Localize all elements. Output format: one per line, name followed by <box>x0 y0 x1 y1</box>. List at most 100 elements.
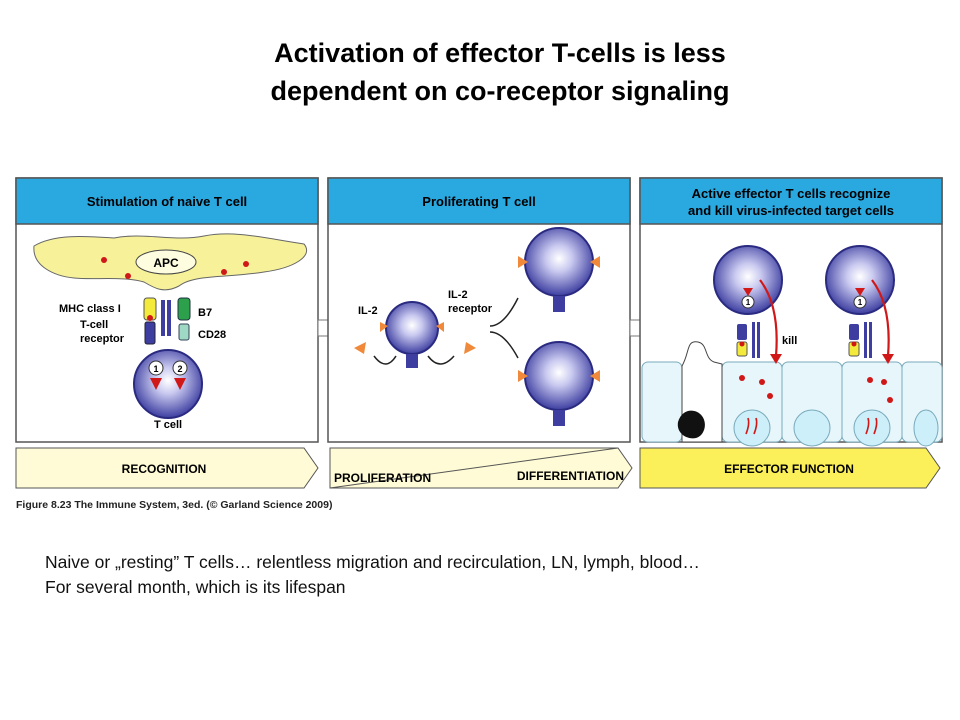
effector-signal-label: 1 <box>746 298 751 307</box>
il2-receptor <box>518 256 528 268</box>
tcr-molecule <box>406 354 418 368</box>
immune-figure: Stimulation of naive T cell APC MHC clas… <box>15 177 943 489</box>
effector-t-cell <box>825 245 895 315</box>
panel-header-stimulation: Stimulation of naive T cell <box>87 194 247 209</box>
peptide-dot <box>851 341 857 347</box>
note-line-1: Naive or „resting” T cells… relentless m… <box>45 552 700 572</box>
signal-arrow <box>855 288 865 296</box>
panel-proliferating: Proliferating T cell IL-2 IL-2 receptor <box>327 177 631 443</box>
virus-dot <box>767 393 773 399</box>
kill-arrowhead <box>770 354 782 364</box>
virus-dot <box>887 397 893 403</box>
virus-dot <box>125 273 131 279</box>
cd28-molecule <box>178 323 190 341</box>
virus-dot <box>101 257 107 263</box>
target-nucleus <box>793 409 831 447</box>
effector-signal-label: 1 <box>858 298 863 307</box>
coreceptor-stalk <box>864 322 867 358</box>
tcr-molecule <box>553 296 565 312</box>
proliferating-t-cell <box>385 301 439 355</box>
note-line-2: For several month, which is its lifespan <box>45 577 346 597</box>
signal-1-badge <box>148 360 164 376</box>
banner-divider <box>329 447 619 489</box>
banner-recognition-label: RECOGNITION <box>122 462 207 476</box>
tcr-molecule <box>737 324 747 340</box>
target-nucleus <box>733 409 771 447</box>
autocrine-arrow <box>427 355 455 365</box>
label-t-cell: T cell <box>154 419 182 431</box>
tcr-molecule <box>849 324 859 340</box>
panel-effector: Active effector T cells recognize and ki… <box>639 177 943 447</box>
kill-arrowhead <box>882 354 894 364</box>
banner-recognition: RECOGNITION <box>15 447 319 489</box>
label-il2r-1: IL-2 <box>448 289 468 301</box>
kill-arrow <box>871 279 890 357</box>
label-il2: IL-2 <box>358 305 378 317</box>
tcr-molecule <box>144 321 156 345</box>
il2-receptor <box>590 370 600 382</box>
slide-note: Naive or „resting” T cells… relentless m… <box>45 550 700 600</box>
label-tcr-1: T-cell <box>80 319 108 331</box>
peptide-dot <box>739 341 745 347</box>
virus-dot <box>221 269 227 275</box>
effector-t-cell <box>713 245 783 315</box>
coreceptor-stalk <box>757 322 760 358</box>
label-kill: kill <box>782 335 797 347</box>
panel-header-bar <box>15 177 319 225</box>
title-line-1: Activation of effector T-cells is less <box>274 38 726 68</box>
b7-molecule <box>177 297 191 321</box>
coreceptor-stalk <box>869 322 872 358</box>
il2-ligand <box>464 342 476 354</box>
coreceptor-stalk <box>752 322 755 358</box>
virus-dot <box>739 375 745 381</box>
title-line-2: dependent on co-receptor signaling <box>270 76 730 106</box>
peptide-dot <box>147 315 153 321</box>
panel-header-effector-1: Active effector T cells recognize <box>692 186 891 201</box>
signal-2-badge <box>172 360 188 376</box>
signal-2-label: 2 <box>177 364 182 374</box>
label-tcr-2: receptor <box>80 333 125 345</box>
naive-t-cell <box>133 349 203 419</box>
panel-header-bar <box>327 177 631 225</box>
virus-dot <box>867 377 873 383</box>
slide-title: Activation of effector T-cells is less d… <box>0 34 960 110</box>
banner-proliferation: PROLIFERATION DIFFERENTIATION <box>329 447 633 489</box>
label-cd28: CD28 <box>198 329 226 341</box>
viral-genome <box>745 417 758 435</box>
virus-dot <box>243 261 249 267</box>
figure-caption: Figure 8.23 The Immune System, 3ed. (© G… <box>16 499 333 511</box>
tcr-molecule <box>553 410 565 426</box>
signal-2-arrow <box>174 378 186 390</box>
target-nucleus <box>853 409 891 447</box>
label-b7: B7 <box>198 307 212 319</box>
panel-header-proliferating: Proliferating T cell <box>422 194 535 209</box>
il2-receptor <box>436 322 444 332</box>
target-nucleus <box>913 409 939 447</box>
il2-ligand <box>354 342 366 354</box>
virus-dot <box>881 379 887 385</box>
apoptotic-fragment <box>677 410 705 439</box>
daughter-t-cell <box>524 341 594 411</box>
panel-header-bar <box>639 177 943 225</box>
viral-genome <box>865 417 878 435</box>
division-arrow <box>489 331 519 359</box>
label-apc: APC <box>153 256 179 270</box>
coreceptor-stalk <box>167 300 171 336</box>
panel-stimulation: Stimulation of naive T cell APC MHC clas… <box>15 177 319 443</box>
banner-effector: EFFECTOR FUNCTION <box>639 447 941 489</box>
label-mhc: MHC class I <box>59 303 121 315</box>
apc-nucleus <box>135 249 197 275</box>
banner-differentiation-label: DIFFERENTIATION <box>517 469 624 483</box>
il2-receptor <box>590 256 600 268</box>
banner-proliferation-label: PROLIFERATION <box>334 471 431 485</box>
signal-1-label: 1 <box>153 364 158 374</box>
signal-1-arrow <box>150 378 162 390</box>
division-arrow <box>489 297 519 327</box>
signal-arrow <box>743 288 753 296</box>
il2-receptor <box>380 322 388 332</box>
autocrine-arrow <box>373 355 397 365</box>
daughter-t-cell <box>524 227 594 297</box>
banner-effector-label: EFFECTOR FUNCTION <box>724 462 854 476</box>
coreceptor-stalk <box>161 300 165 336</box>
label-il2r-2: receptor <box>448 303 493 315</box>
